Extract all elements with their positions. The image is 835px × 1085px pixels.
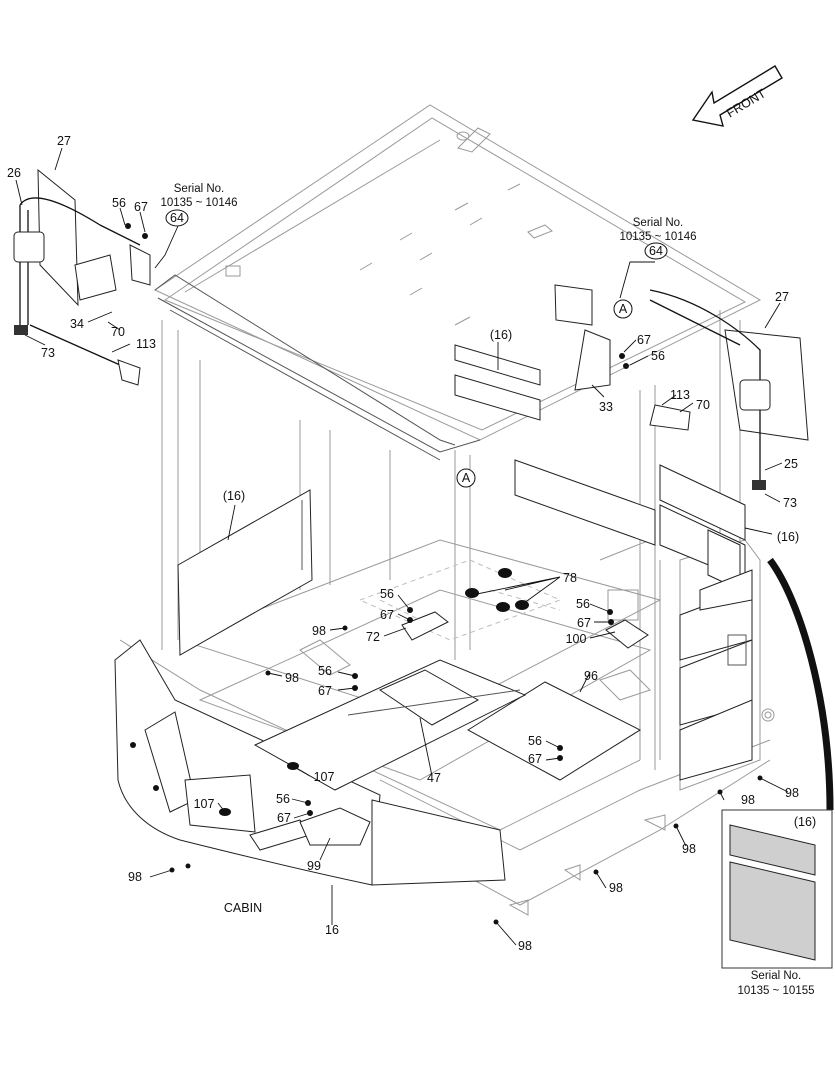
label-56-g: 56 [276,792,290,806]
serial-inset-line2: 10135 ~ 10155 [737,985,814,997]
label-107-b: 107 [194,797,215,811]
label-99: 99 [307,859,321,873]
label-16p-right: (16) [777,530,799,544]
label-98-c: 98 [128,870,142,884]
label-96: 96 [584,669,598,683]
label-67-d: 67 [318,684,332,698]
label-34: 34 [70,317,84,331]
label-98-f: 98 [682,842,696,856]
label-67-b: 67 [637,333,651,347]
label-16-bottom: 16 [325,923,339,937]
cabin-title: CABIN [224,901,262,915]
label-98-e: 98 [785,786,799,800]
label-73-right: 73 [783,496,797,510]
svg-text:A: A [619,302,628,316]
serial-inset-line1: Serial No. [751,970,802,982]
label-67-e: 67 [577,616,591,630]
label-73-left: 73 [41,346,55,360]
label-16p-top: (16) [490,328,512,342]
label-56-f: 56 [528,734,542,748]
serial-inset-box [721,809,833,969]
label-27-right: 27 [775,290,789,304]
label-56-b: 56 [651,349,665,363]
label-113-left: 113 [136,337,156,351]
label-67-c: 67 [380,608,394,622]
ref-a-circle-right: A [613,299,633,319]
label-72: 72 [366,630,380,644]
trim-strip [767,557,834,811]
label-67-f: 67 [528,752,542,766]
label-47: 47 [427,771,441,785]
label-25: 25 [784,457,798,471]
right-side-panels [454,344,753,781]
floor-mats [253,611,649,846]
label-56-e: 56 [576,597,590,611]
front-arrow-icon: FRONT [691,65,783,127]
label-16p-left: (16) [223,489,245,503]
label-98-a: 98 [312,624,326,638]
label-16p-inset: (16) [794,815,816,829]
label-67-g: 67 [277,811,291,825]
label-56-d: 56 [318,664,332,678]
ref-a-circle-left: A [456,468,476,488]
callout-64-left: 64 [165,209,189,227]
label-98-b: 98 [285,671,299,685]
label-70-left: 70 [111,325,125,339]
label-113-right: 113 [670,388,690,402]
label-98-g: 98 [609,881,623,895]
serial-left-line2: 10135 ~ 10146 [160,197,237,209]
svg-text:64: 64 [649,244,663,258]
label-98-d: 98 [741,793,755,807]
label-26: 26 [7,166,21,180]
label-98-h: 98 [518,939,532,953]
label-78: 78 [563,571,577,585]
callout-64-right: 64 [644,242,668,260]
serial-left-line1: Serial No. [174,183,225,195]
label-33: 33 [599,400,613,414]
cabin-frame-drawing [119,104,775,916]
label-107-a: 107 [314,770,335,784]
label-70-right: 70 [696,398,710,412]
label-67-a: 67 [134,200,148,214]
svg-text:64: 64 [170,211,184,225]
svg-text:A: A [462,471,471,485]
left-mirror-assembly [13,168,151,386]
serial-right-line1: Serial No. [633,217,684,229]
label-27-left: 27 [57,134,71,148]
part-labels: Serial No. 10135 ~ 10146 Serial No. 1013… [7,134,816,997]
right-mirror-assembly [554,284,809,490]
label-56-c: 56 [380,587,394,601]
label-56-a: 56 [112,196,126,210]
serial-right-line2: 10135 ~ 10146 [619,231,696,243]
left-side-panel [177,489,313,656]
label-100: 100 [566,632,587,646]
